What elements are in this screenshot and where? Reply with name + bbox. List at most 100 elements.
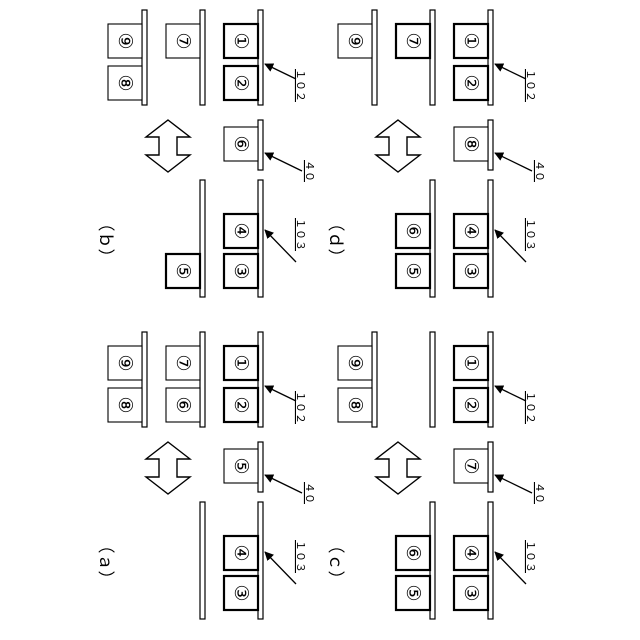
item-box-102-0-1: ① (224, 346, 258, 380)
item-number: ⑤ (402, 262, 424, 279)
item-box-102-2-1: ⑨ (108, 346, 142, 380)
callout-103: １０３ (524, 218, 537, 251)
item-number: ⑥ (402, 222, 424, 239)
item-number: ④ (230, 544, 252, 561)
item-number: ① (460, 32, 482, 49)
item-box-102-1-1: ⑦ (166, 24, 200, 58)
item-box-103-1-1: ⑥ (396, 536, 430, 570)
shelf-40-row-0 (258, 442, 263, 492)
leader-arrow-icon (265, 153, 302, 171)
panel-b: （ｂ）③④⑤１０３⑥４０②①⑦⑧⑨１０２ (95, 10, 316, 297)
callout-40: ４０ (533, 482, 546, 504)
shelf-102-row-1 (430, 332, 435, 427)
item-number: ② (230, 396, 252, 413)
leader-arrow-icon (495, 475, 532, 493)
panel-label: （ｂ） (95, 215, 115, 266)
item-number: ④ (460, 222, 482, 239)
item-box-102-2-0: ⑧ (338, 388, 372, 422)
callout-40: ４０ (533, 160, 546, 182)
item-box-102-0-0: ② (224, 66, 258, 100)
item-box-102-2-1: ⑨ (108, 24, 142, 58)
panel-a: （ａ） ③ ④ １０３ ⑤ ４０ ② ① ⑥ ⑦ ⑧ ⑨ １０２ (95, 332, 316, 619)
leader-arrow-icon (495, 230, 526, 262)
item-box-103-0-0: ③ (454, 576, 488, 610)
callout-103: １０３ (294, 540, 307, 573)
item-box-102-0-1: ① (454, 346, 488, 380)
item-number: ⑧ (460, 135, 482, 152)
double-headed-arrow-icon (146, 120, 190, 172)
panel-label: （ａ） (95, 537, 115, 588)
item-number: ⑨ (114, 354, 136, 371)
shelf-102-row-2 (142, 10, 147, 105)
item-number: ⑦ (402, 32, 424, 49)
item-box-103-1-0: ⑤ (396, 576, 430, 610)
item-number: ① (230, 32, 252, 49)
item-number: ⑦ (460, 457, 482, 474)
callout-102: １０２ (294, 391, 307, 424)
item-box-102-1-1: ⑦ (166, 346, 200, 380)
leader-arrow-icon (265, 64, 296, 79)
item-box-103-0-1: ④ (454, 214, 488, 248)
item-number: ⑥ (402, 544, 424, 561)
item-number: ② (460, 74, 482, 91)
item-box-103-0-0: ③ (224, 576, 258, 610)
item-number: ⑦ (172, 354, 194, 371)
callout-103: １０３ (294, 218, 307, 251)
leader-arrow-icon (265, 386, 296, 401)
callout-40: ４０ (303, 482, 316, 504)
item-box-102-1-0: ⑥ (166, 388, 200, 422)
item-box-102-0-0: ② (224, 388, 258, 422)
double-headed-arrow-icon (376, 442, 420, 494)
item-number: ⑧ (114, 396, 136, 413)
panel-label: （ｃ） (325, 537, 345, 588)
item-box-103-1-0: ⑤ (396, 254, 430, 288)
callout-103: １０３ (524, 540, 537, 573)
item-box-103-0-0: ③ (224, 254, 258, 288)
callout-102: １０２ (524, 69, 537, 102)
double-headed-arrow-icon (146, 442, 190, 494)
item-box-102-2-0: ⑧ (108, 66, 142, 100)
item-box-103-0-1: ④ (224, 536, 258, 570)
item-number: ③ (460, 262, 482, 279)
item-number: ② (230, 74, 252, 91)
shelf-102-row-2 (372, 10, 377, 105)
item-number: ④ (460, 544, 482, 561)
double-headed-arrow-icon (376, 120, 420, 172)
item-box-40-0-0: ⑤ (224, 449, 258, 483)
item-number: ⑨ (114, 32, 136, 49)
shelf-40-row-0 (258, 120, 263, 170)
item-number: ⑥ (172, 396, 194, 413)
leader-arrow-icon (495, 64, 526, 79)
item-box-102-2-1: ⑨ (338, 24, 372, 58)
item-box-102-0-0: ② (454, 66, 488, 100)
leader-arrow-icon (265, 230, 296, 262)
shelf-40-row-0 (488, 120, 493, 170)
item-box-103-1-0: ⑤ (166, 254, 200, 288)
item-number: ② (460, 396, 482, 413)
item-number: ③ (460, 584, 482, 601)
leader-arrow-icon (265, 475, 302, 493)
item-number: ⑤ (402, 584, 424, 601)
shelf-102-row-1 (200, 10, 205, 105)
item-number: ⑨ (344, 354, 366, 371)
leader-arrow-icon (495, 552, 526, 584)
panel-d: （ｄ）③④⑤⑥１０３⑧４０②①⑦⑨１０２ (325, 10, 546, 297)
leader-arrow-icon (495, 386, 526, 401)
leader-arrow-icon (495, 153, 532, 171)
leader-arrow-icon (265, 552, 296, 584)
shelf-102-row-2 (142, 332, 147, 427)
shelf-102-row-1 (200, 332, 205, 427)
shelf-40-row-0 (488, 442, 493, 492)
item-box-103-0-0: ③ (454, 254, 488, 288)
item-box-40-0-0: ⑦ (454, 449, 488, 483)
item-number: ③ (230, 584, 252, 601)
item-box-102-0-1: ① (454, 24, 488, 58)
item-number: ③ (230, 262, 252, 279)
item-box-103-1-1: ⑥ (396, 214, 430, 248)
panel-c: （ｃ） ③ ④ ⑤ ⑥ １０３ ⑦ ４０ ② ① ⑧ ⑨ １０２ (325, 332, 546, 619)
item-number: ⑧ (344, 396, 366, 413)
shelf-102-row-2 (372, 332, 377, 427)
item-number: ⑥ (230, 135, 252, 152)
callout-102: １０２ (524, 391, 537, 424)
